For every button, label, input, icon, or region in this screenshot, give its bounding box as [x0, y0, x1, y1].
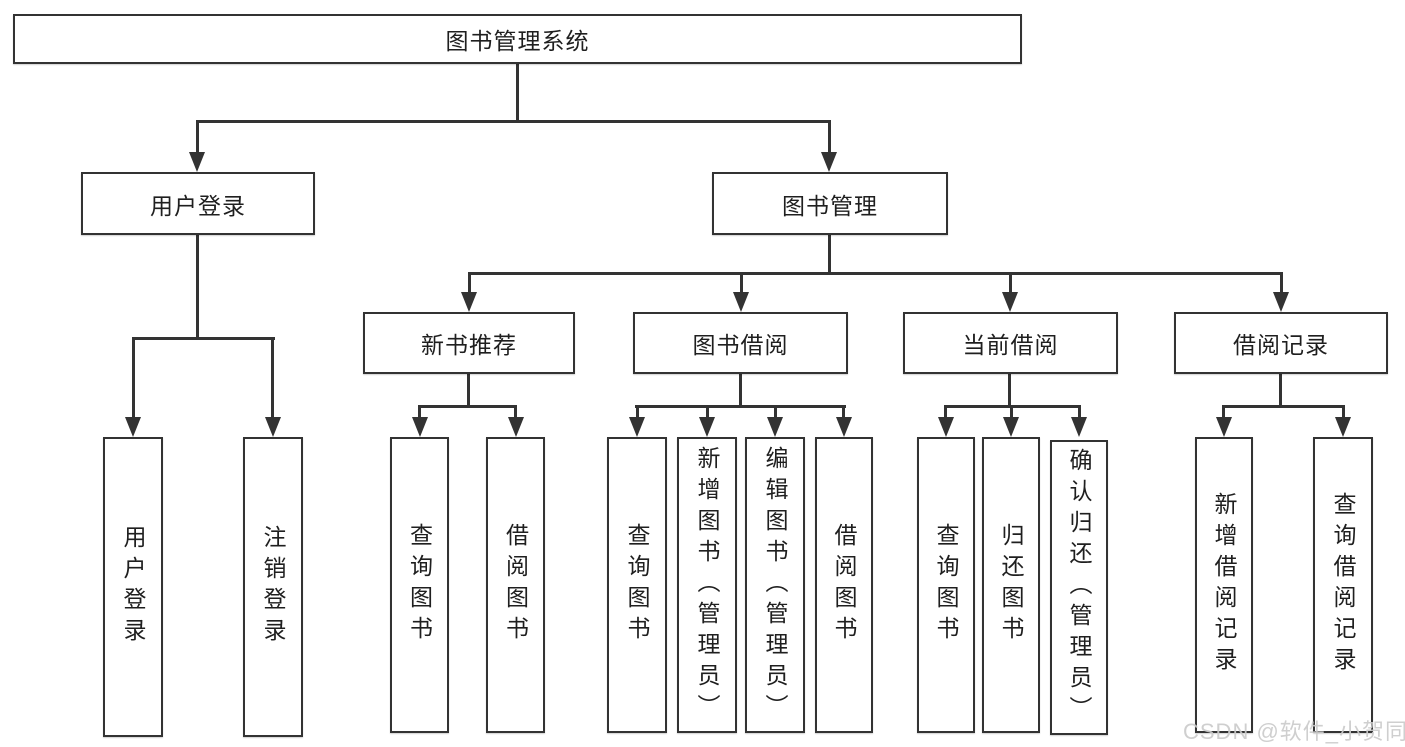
- connector-line: [1222, 405, 1225, 419]
- node-user-login-leaf: 用户登录: [103, 437, 163, 737]
- connector-line: [196, 235, 199, 337]
- connector-line: [1008, 374, 1011, 408]
- node-edit-book-admin: 编辑图书（管理员）: [745, 437, 805, 733]
- connector-line: [516, 64, 519, 120]
- connector-line: [514, 405, 517, 419]
- watermark: CSDN @软件_小贺同学: [1183, 719, 1405, 744]
- arrowhead-down-icon: [733, 292, 749, 312]
- arrowhead-down-icon: [189, 152, 205, 172]
- connector-line: [1009, 272, 1012, 294]
- arrowhead-down-icon: [821, 152, 837, 172]
- node-query-books-current: 查询图书: [917, 437, 975, 733]
- connector-line: [196, 120, 199, 154]
- connector-line: [468, 272, 471, 294]
- node-query-borrow-record: 查询借阅记录: [1313, 437, 1373, 733]
- connector-line: [467, 374, 470, 408]
- connector-line: [132, 337, 135, 419]
- node-current-borrowing: 当前借阅: [903, 312, 1118, 374]
- connector-line: [418, 405, 517, 408]
- node-borrowing-records: 借阅记录: [1174, 312, 1388, 374]
- connector-line: [418, 405, 421, 419]
- node-query-books-recommend: 查询图书: [390, 437, 449, 733]
- node-library-management-system: 图书管理系统: [13, 14, 1022, 64]
- arrowhead-down-icon: [265, 417, 281, 437]
- node-book-management: 图书管理: [712, 172, 948, 235]
- node-borrow-books-recommend: 借阅图书: [486, 437, 545, 733]
- node-borrow-books-borrowing: 借阅图书: [815, 437, 873, 733]
- arrowhead-down-icon: [508, 417, 524, 437]
- arrowhead-down-icon: [1273, 292, 1289, 312]
- node-return-book: 归还图书: [982, 437, 1040, 733]
- connector-line: [1222, 405, 1345, 408]
- connector-line: [1078, 405, 1081, 419]
- arrowhead-down-icon: [629, 417, 645, 437]
- arrowhead-down-icon: [412, 417, 428, 437]
- arrowhead-down-icon: [1003, 417, 1019, 437]
- connector-line: [828, 235, 831, 275]
- connector-line: [774, 405, 777, 419]
- arrowhead-down-icon: [1216, 417, 1232, 437]
- node-add-borrow-record: 新增借阅记录: [1195, 437, 1253, 733]
- connector-line: [739, 374, 742, 408]
- connector-line: [828, 120, 831, 154]
- connector-line: [271, 337, 274, 419]
- connector-line: [196, 120, 831, 123]
- connector-line: [468, 272, 1282, 275]
- arrowhead-down-icon: [1002, 292, 1018, 312]
- connector-line: [1010, 405, 1013, 419]
- arrowhead-down-icon: [461, 292, 477, 312]
- node-book-borrowing: 图书借阅: [633, 312, 848, 374]
- connector-line: [1279, 374, 1282, 408]
- arrowhead-down-icon: [836, 417, 852, 437]
- node-add-book-admin: 新增图书（管理员）: [677, 437, 737, 733]
- connector-line: [132, 337, 275, 340]
- connector-line: [944, 405, 947, 419]
- arrowhead-down-icon: [767, 417, 783, 437]
- node-logout: 注销登录: [243, 437, 303, 737]
- node-query-books-borrowing: 查询图书: [607, 437, 667, 733]
- connector-line: [1280, 272, 1283, 294]
- connector-line: [740, 272, 743, 294]
- arrowhead-down-icon: [938, 417, 954, 437]
- node-confirm-return-admin: 确认归还（管理员）: [1050, 440, 1108, 735]
- connector-line: [635, 405, 846, 408]
- connector-line: [1342, 405, 1345, 419]
- arrowhead-down-icon: [125, 417, 141, 437]
- node-user-login: 用户登录: [81, 172, 315, 235]
- arrowhead-down-icon: [1335, 417, 1351, 437]
- connector-line: [842, 405, 845, 419]
- connector-line: [636, 405, 639, 419]
- arrowhead-down-icon: [699, 417, 715, 437]
- node-new-book-recommendation: 新书推荐: [363, 312, 575, 374]
- arrowhead-down-icon: [1071, 417, 1087, 437]
- connector-line: [706, 405, 709, 419]
